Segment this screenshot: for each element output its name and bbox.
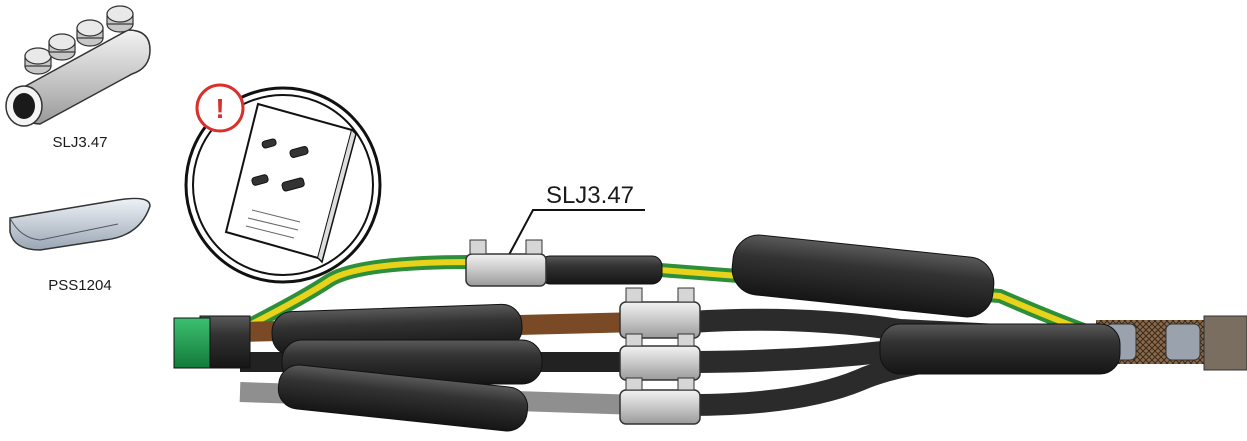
sleeve-earth-main	[731, 234, 995, 318]
callout-label: SLJ3.47	[546, 182, 634, 209]
outer-sheath-right	[1203, 315, 1247, 371]
black-connector	[619, 333, 701, 381]
earth-connector	[465, 239, 547, 287]
instruction-booklet-icon	[224, 102, 357, 264]
connector-callout: SLJ3.47	[502, 182, 645, 267]
half-shell-icon	[9, 197, 151, 251]
shell-part-pss: PSS1204	[9, 197, 151, 294]
instruction-badge: !	[184, 83, 382, 284]
warning-icon: !	[195, 83, 245, 133]
bolted-connector-icon	[5, 5, 151, 127]
outer-sheath-left	[173, 317, 211, 369]
brown-connector	[619, 287, 701, 339]
part-code-pss: PSS1204	[48, 277, 111, 294]
sleeve-joint-right	[879, 323, 1121, 375]
connector-part-slj: SLJ3.47	[5, 5, 151, 151]
sleeve-grey	[277, 364, 529, 432]
warning-symbol: !	[215, 93, 224, 124]
grey-connector	[619, 377, 701, 425]
cable-assembly	[173, 234, 1247, 432]
part-code-slj: SLJ3.47	[52, 134, 107, 151]
sleeve-earth	[539, 255, 663, 285]
earth-conductor	[229, 258, 1103, 339]
